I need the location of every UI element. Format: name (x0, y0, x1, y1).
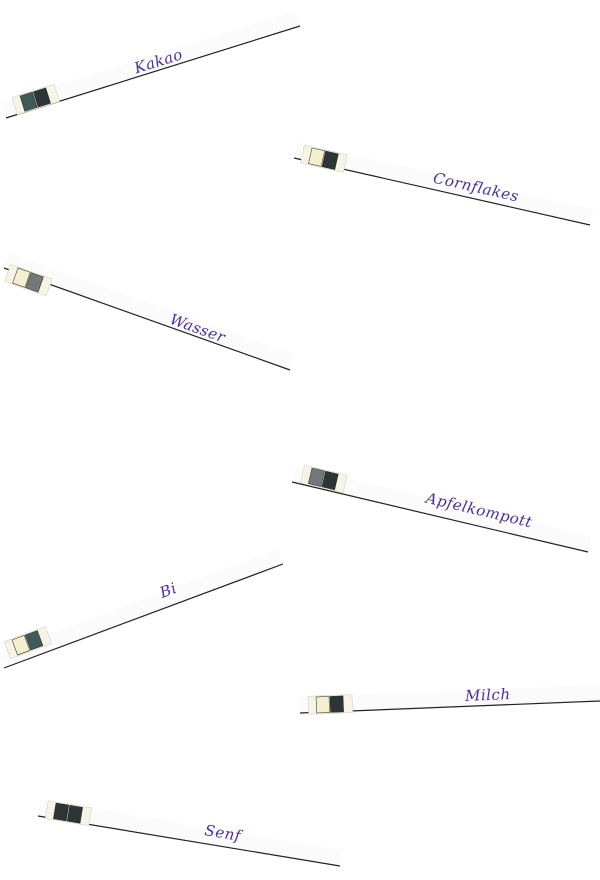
reagent-pads (300, 144, 348, 173)
test-strip: Bi (0, 549, 284, 669)
reagent-pad (315, 696, 330, 714)
strip-edge-line (291, 481, 589, 553)
reagent-pad (19, 91, 38, 112)
reagent-pads (44, 800, 93, 826)
test-strip: Apfelkompott (291, 464, 592, 553)
reagent-pad (53, 802, 70, 822)
strip-paper (0, 549, 284, 668)
strip-paper (38, 800, 343, 866)
reagent-pads (307, 694, 353, 715)
strip-paper (294, 142, 594, 226)
strip-label: Wasser (168, 310, 229, 346)
reagent-pads (3, 626, 53, 660)
reagent-pads (4, 263, 53, 297)
test-strip: Cornflakes (293, 142, 594, 226)
strip-edge-line (3, 563, 284, 669)
strip-label: Kakao (131, 45, 185, 77)
strip-label: Bi (156, 579, 179, 602)
strip-label: Milch (464, 685, 511, 705)
strip-paper (4, 252, 296, 371)
reagent-pads (11, 83, 60, 115)
reagent-pads (299, 464, 348, 494)
strip-paper (1, 10, 301, 118)
reagent-pad (33, 87, 51, 108)
strip-edge-line (3, 267, 291, 371)
test-strip: Wasser (3, 252, 296, 371)
reagent-pad (329, 695, 344, 713)
reagent-pad (321, 150, 339, 170)
reagent-pad (11, 635, 31, 656)
strip-paper (292, 466, 592, 553)
reagent-pad (66, 804, 83, 824)
test-strip: Milch (299, 685, 600, 715)
strip-paper (299, 685, 600, 713)
reagent-pad (308, 147, 325, 167)
reagent-pad (308, 467, 325, 487)
reagent-pad (25, 272, 44, 293)
reagent-pad (321, 470, 339, 491)
reagent-pad (12, 267, 31, 288)
strip-label: Cornflakes (432, 169, 521, 206)
test-strip: Senf (37, 800, 343, 867)
reagent-pad (24, 630, 44, 651)
test-strip: Kakao (1, 10, 301, 119)
